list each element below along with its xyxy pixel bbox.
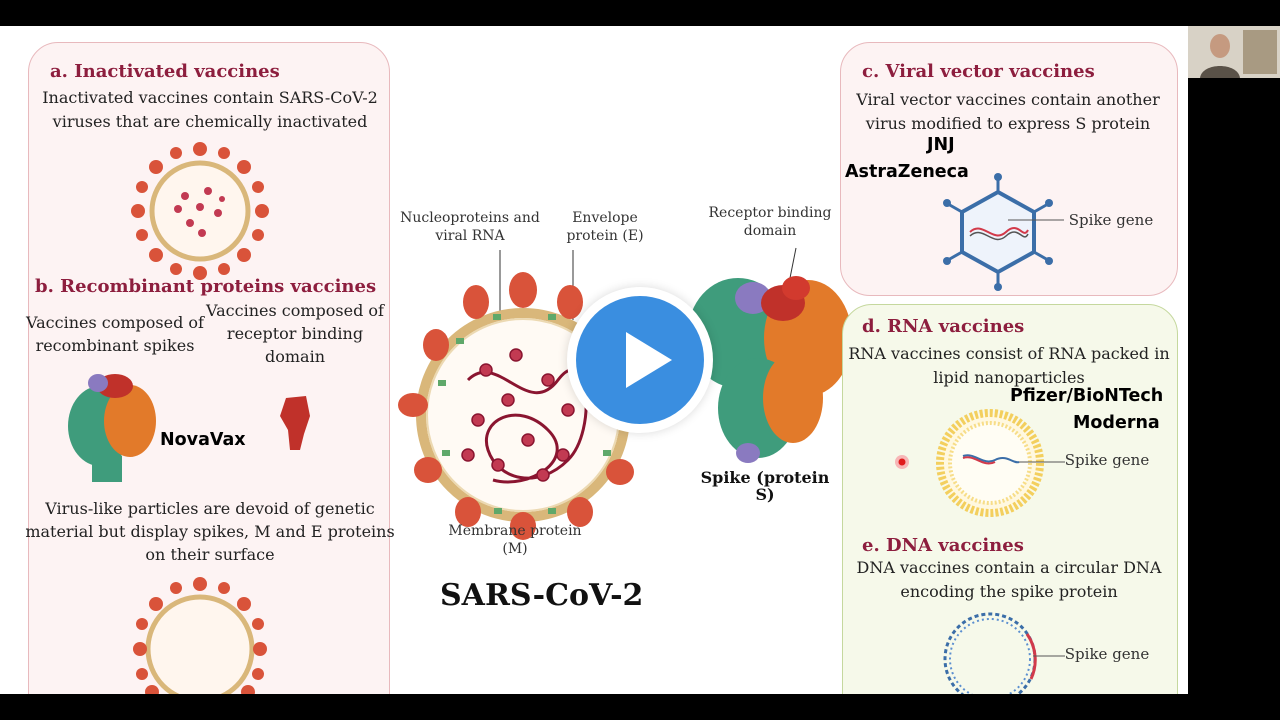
panel-c-desc-2: virus modified to express S protein <box>865 114 1151 133</box>
panel-d-title: d. RNA vaccines <box>862 316 1025 337</box>
label-envelope-2: protein (E) <box>566 228 644 244</box>
panel-a-desc-1: Inactivated vaccines contain SARS-CoV-2 <box>42 88 378 107</box>
panel-b-right-3: domain <box>264 347 325 366</box>
inactivated-virus-icon <box>131 142 269 280</box>
panel-a-desc-2: viruses that are chemically inactivated <box>52 112 368 131</box>
panel-b-right-2: receptor binding <box>226 324 364 343</box>
viral-vector-icon <box>943 173 1064 291</box>
recombinant-spike-icon <box>68 374 156 482</box>
webcam-thumbnail-icon <box>1188 26 1280 78</box>
panel-b-title: b. Recombinant proteins vaccines <box>35 276 377 297</box>
panel-inactivated-recombinant <box>28 42 390 694</box>
rbd-protein-icon <box>280 396 310 450</box>
label-spike: Spike (protein S) <box>700 468 830 504</box>
annotation-astrazeneca: AstraZeneca <box>845 162 969 182</box>
play-icon <box>626 332 672 388</box>
panel-e-title: e. DNA vaccines <box>862 535 1024 556</box>
play-button-circle <box>576 296 704 424</box>
annotation-jnj: JNJ <box>927 135 955 155</box>
annotation-moderna: Moderna <box>1073 413 1160 433</box>
slide-canvas: a. Inactivated vaccines Inactivated vacc… <box>0 26 1188 694</box>
spike-protein-structure-icon <box>688 247 852 463</box>
panel-b-left-1: Vaccines composed of <box>26 313 204 332</box>
panel-c-title: c. Viral vector vaccines <box>862 61 1095 82</box>
circular-dna-icon <box>943 612 1065 694</box>
panel-a-title: a. Inactivated vaccines <box>50 61 280 82</box>
panel-d-desc-2: lipid nanoparticles <box>933 368 1085 387</box>
panel-e-gene-label: Spike gene <box>1064 645 1150 663</box>
play-button[interactable] <box>567 287 713 433</box>
lipid-nanoparticle-icon <box>936 409 1065 517</box>
panel-d-gene-label: Spike gene <box>1064 451 1150 469</box>
panel-b-vlp-3: on their surface <box>145 545 275 564</box>
panel-b-right-1: Vaccines composed of <box>206 301 384 320</box>
virus-like-particle-icon <box>133 577 267 694</box>
panel-b-vlp-1: Virus-like particles are devoid of genet… <box>45 499 375 518</box>
panel-b-left-2: recombinant spikes <box>35 336 195 355</box>
annotation-novavax: NovaVax <box>160 430 246 450</box>
panel-c-gene-label: Spike gene <box>1068 211 1154 229</box>
label-nucleoproteins-1: Nucleoproteins and <box>400 210 540 226</box>
annotation-pfizer: Pfizer/BioNTech <box>1010 386 1164 406</box>
label-membrane-1: Membrane protein <box>448 523 582 539</box>
panel-b-vlp-2: material but display spikes, M and E pro… <box>25 522 395 541</box>
panel-e-desc-2: encoding the spike protein <box>900 582 1118 601</box>
label-rbd-1: Receptor binding <box>708 205 832 221</box>
panel-e-desc-1: DNA vaccines contain a circular DNA <box>856 558 1162 577</box>
panel-c-desc-1: Viral vector vaccines contain another <box>856 90 1160 109</box>
virus-title: SARS-CoV-2 <box>440 578 644 613</box>
panel-d-desc-1: RNA vaccines consist of RNA packed in <box>848 344 1170 363</box>
laser-pointer-dot <box>895 455 909 469</box>
label-rbd-2: domain <box>743 223 797 239</box>
label-membrane-2: (M) <box>502 541 528 557</box>
label-envelope-1: Envelope <box>572 210 638 226</box>
webcam-thumbnail <box>1188 26 1280 78</box>
label-nucleoproteins-2: viral RNA <box>435 228 505 244</box>
